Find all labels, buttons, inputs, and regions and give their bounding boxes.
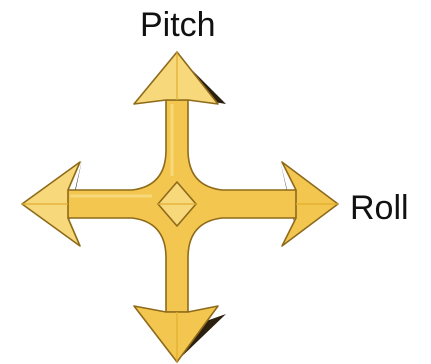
arrowhead-up [134,52,218,104]
pitch-label: Pitch [140,8,216,42]
roll-label: Roll [350,191,409,225]
arrowhead-down [134,306,218,362]
cross-body [22,52,338,362]
